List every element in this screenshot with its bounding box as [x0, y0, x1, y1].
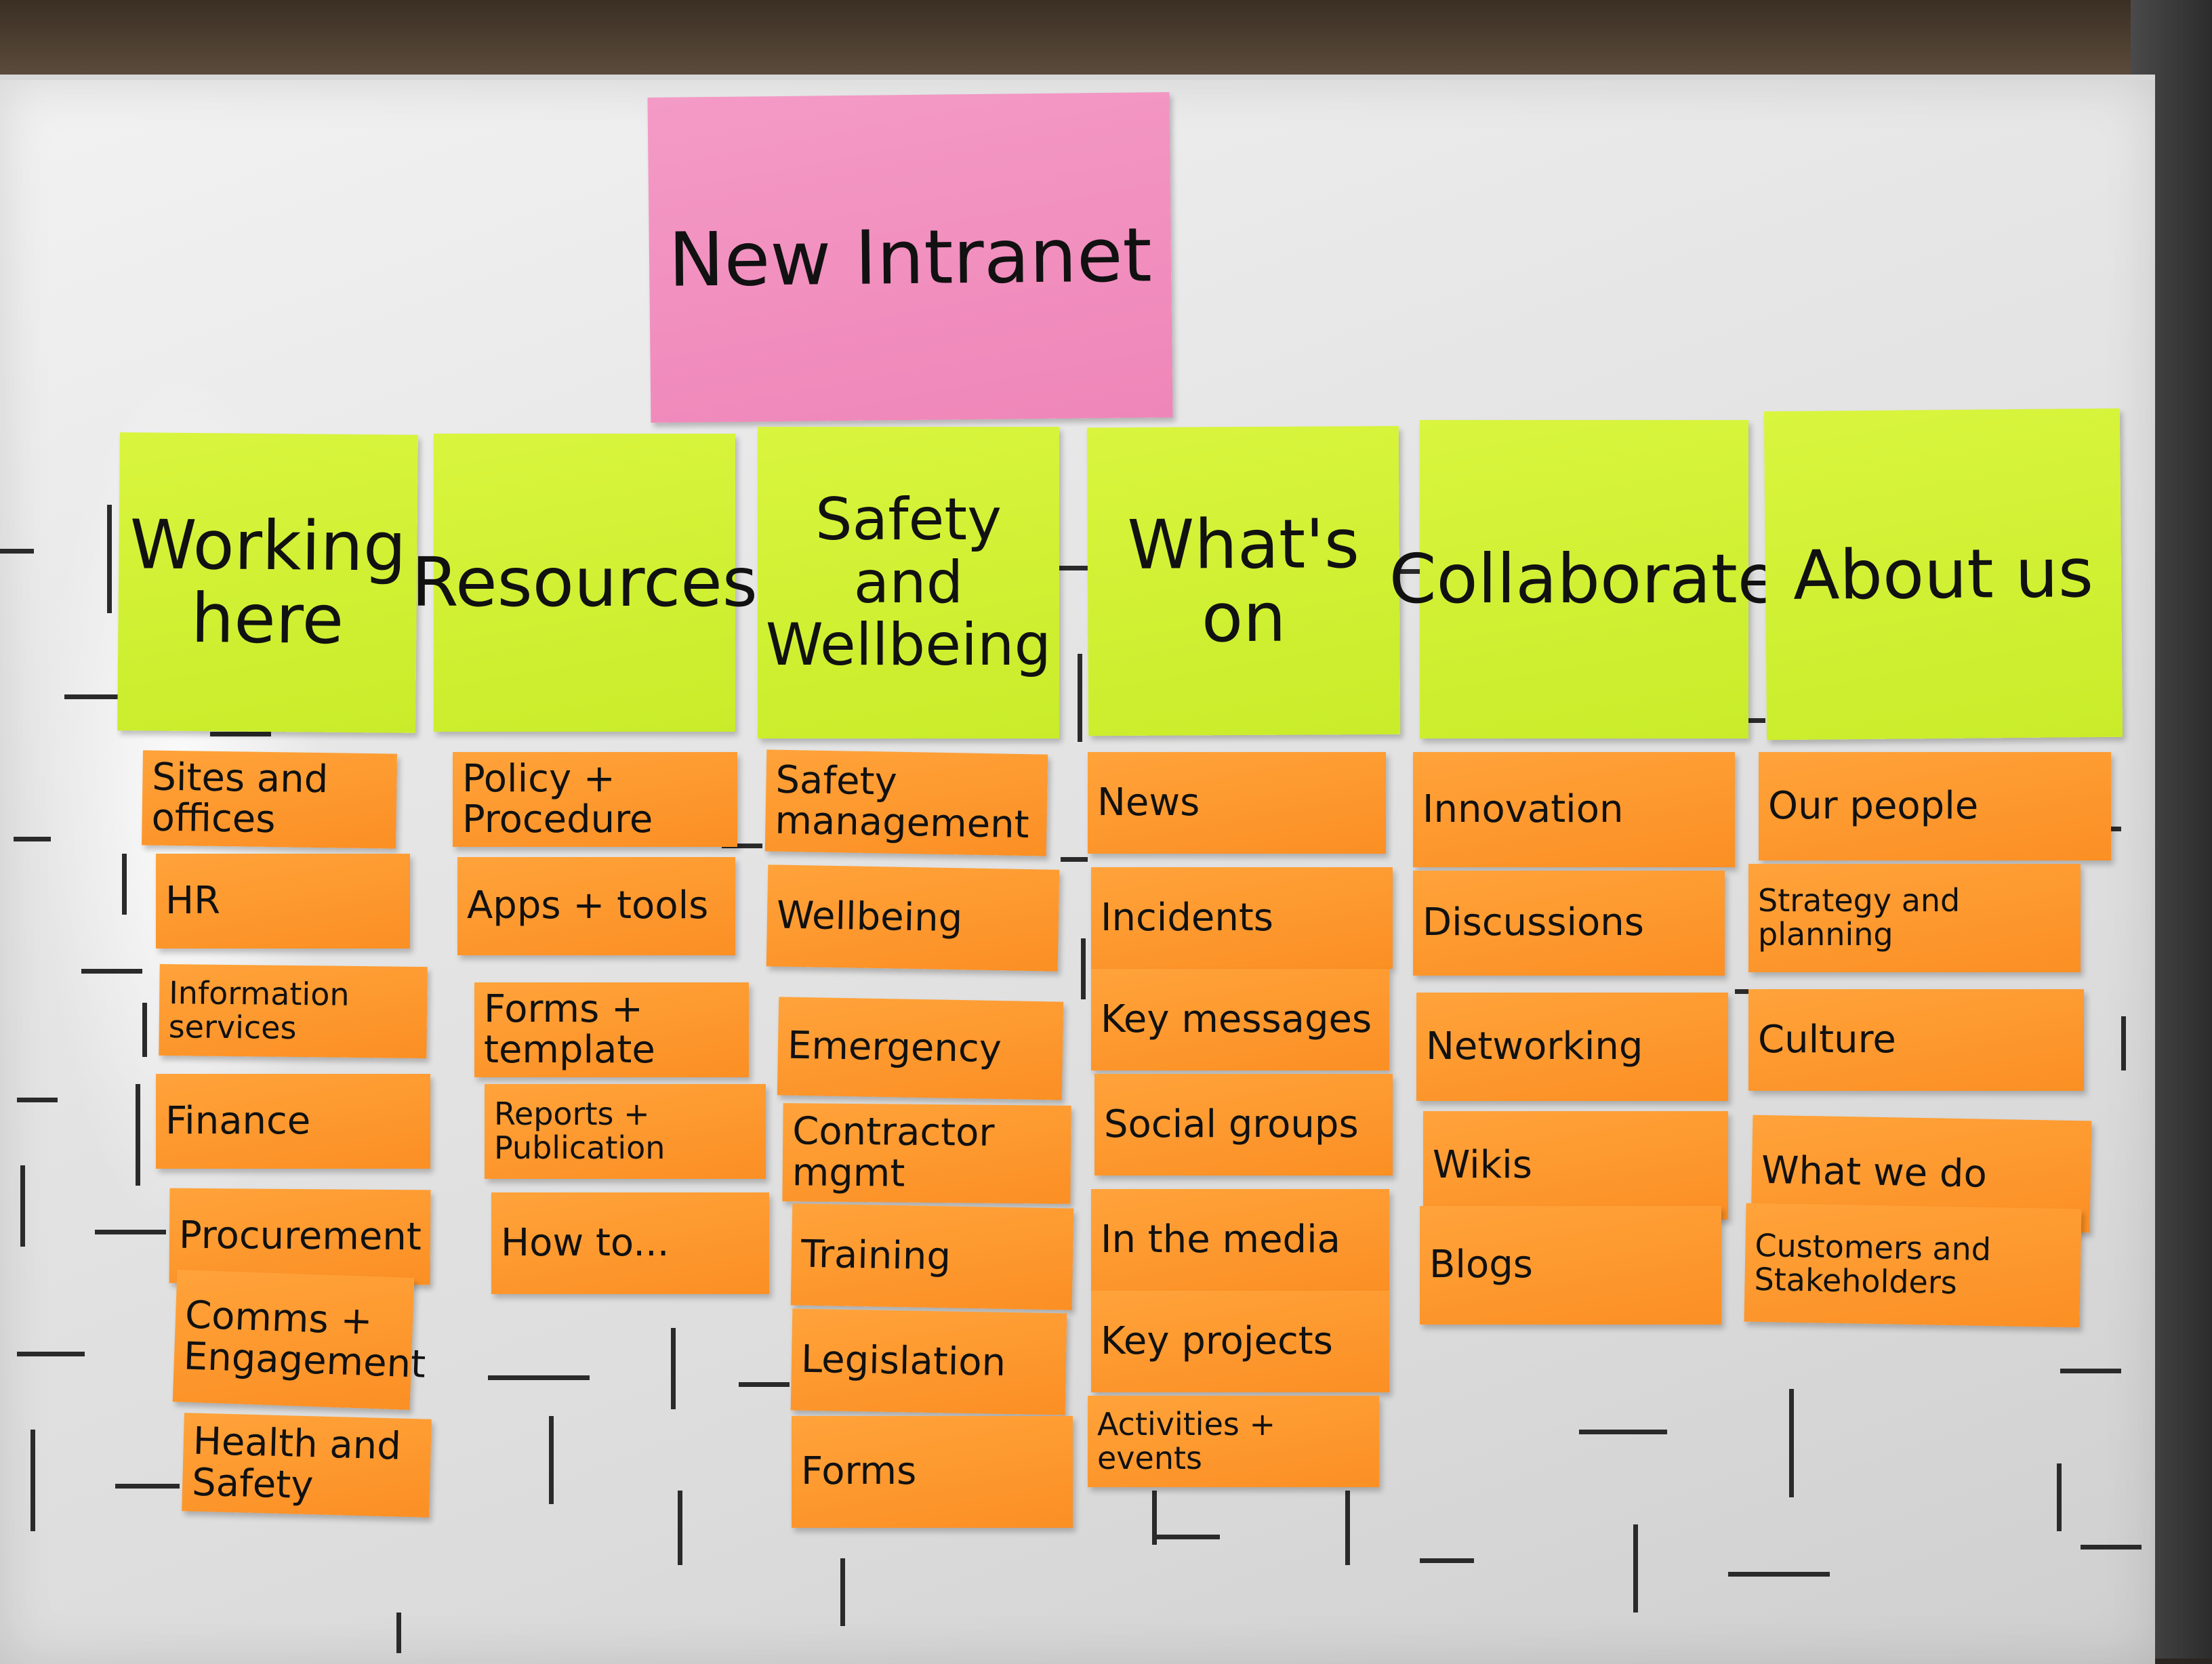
marker-line: [1061, 857, 1088, 862]
item-note: How to...: [491, 1192, 769, 1294]
item-note: HR: [156, 854, 410, 949]
marker-line: [1732, 718, 1765, 723]
item-note: Strategy and planning: [1748, 864, 2081, 972]
title-note: New Intranet: [647, 91, 1173, 423]
marker-line: [14, 837, 51, 841]
marker-line: [840, 1558, 845, 1626]
item-note: Key messages: [1091, 969, 1389, 1070]
marker-line: [1735, 989, 1755, 994]
item-note: Our people: [1759, 752, 2111, 860]
marker-line: [1152, 1491, 1157, 1545]
item-note: Blogs: [1420, 1206, 1721, 1325]
item-note: Culture: [1748, 989, 2084, 1091]
item-note: Training: [790, 1203, 1074, 1310]
category-note-4: What's on: [1086, 425, 1401, 736]
marker-line: [739, 1382, 790, 1387]
marker-line: [1789, 1389, 1794, 1497]
marker-line: [1345, 1491, 1350, 1565]
marker-line: [722, 844, 762, 848]
marker-line: [1152, 1535, 1220, 1539]
marker-line: [671, 1328, 676, 1409]
item-note: Forms + template: [474, 982, 749, 1077]
marker-line: [1081, 938, 1086, 999]
marker-line: [1420, 1558, 1474, 1563]
marker-line: [64, 694, 139, 699]
marker-line: [1396, 569, 1423, 574]
marker-line: [142, 1003, 147, 1057]
marker-line: [17, 1098, 58, 1102]
item-note: Emergency: [777, 997, 1064, 1100]
category-note-6: About us: [1763, 408, 2123, 741]
marker-line: [2121, 1016, 2126, 1070]
marker-line: [115, 1484, 180, 1489]
item-note: Information services: [159, 963, 428, 1059]
marker-line: [678, 1491, 682, 1565]
item-note: In the media: [1091, 1189, 1389, 1291]
marker-line: [107, 505, 112, 613]
marker-line: [488, 1375, 590, 1380]
marker-line: [17, 1352, 85, 1356]
marker-line: [30, 1430, 35, 1531]
item-note: Innovation: [1413, 752, 1735, 867]
marker-line: [2081, 1545, 2142, 1549]
item-note: Policy + Procedure: [453, 752, 737, 847]
marker-line: [549, 1416, 554, 1504]
item-note: Wellbeing: [766, 865, 1060, 972]
marker-line: [95, 1230, 166, 1234]
item-note: Incidents: [1091, 867, 1393, 969]
category-note-5: Collaborate: [1389, 420, 1779, 739]
item-note: Legislation: [790, 1308, 1067, 1415]
marker-line: [20, 1165, 25, 1247]
item-note: Forms: [792, 1416, 1073, 1528]
item-note: Comms + Engagement: [172, 1269, 426, 1411]
marker-line: [210, 732, 271, 736]
category-note-3: Safety and Wellbeing: [758, 427, 1059, 739]
marker-line: [122, 854, 127, 915]
marker-line: [1633, 1524, 1638, 1613]
item-note: Reports + Publication: [485, 1084, 766, 1179]
item-note: Apps + tools: [457, 857, 735, 955]
marker-line: [2060, 1369, 2121, 1373]
item-note: Finance: [156, 1074, 430, 1169]
marker-line: [1579, 1430, 1667, 1434]
category-note-2: Resources: [411, 434, 758, 732]
marker-line: [81, 969, 142, 974]
marker-line: [136, 1084, 140, 1186]
item-note: Customers and Stakeholders: [1744, 1203, 2082, 1328]
marker-line: [1078, 654, 1082, 742]
marker-line: [1728, 1572, 1830, 1577]
item-note: Discussions: [1413, 871, 1725, 976]
item-note: Activities + events: [1088, 1396, 1379, 1487]
item-note: Safety management: [764, 749, 1048, 856]
marker-line: [2057, 1463, 2062, 1531]
item-note: Sites and offices: [142, 750, 397, 849]
item-note: Wikis: [1423, 1111, 1728, 1220]
item-note: Key projects: [1091, 1291, 1389, 1392]
item-note: Contractor mgmt: [782, 1103, 1071, 1204]
item-note: News: [1088, 752, 1386, 854]
category-note-1: Working here: [117, 432, 418, 733]
marker-line: [1047, 566, 1088, 570]
item-note: Social groups: [1094, 1074, 1393, 1176]
marker-line: [0, 549, 34, 554]
item-note: Networking: [1416, 993, 1728, 1101]
marker-line: [396, 1613, 401, 1653]
item-note: Health and Safety: [182, 1413, 432, 1518]
